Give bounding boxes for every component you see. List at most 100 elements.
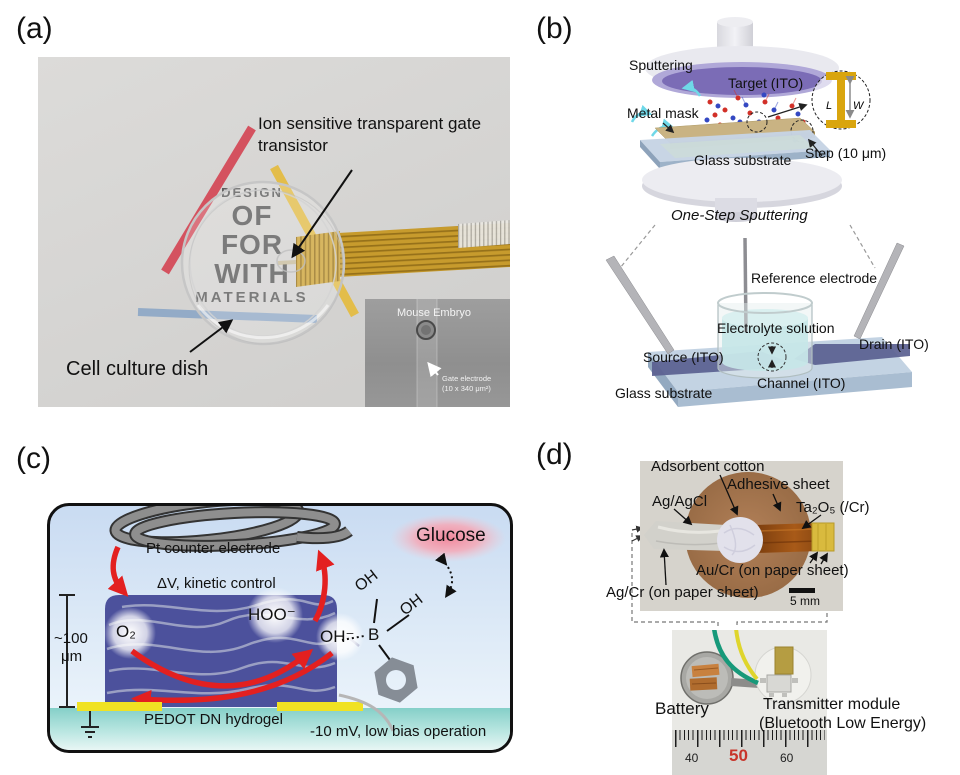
ble-chip — [766, 674, 792, 693]
battery-label: Battery — [655, 699, 709, 718]
watermark-line: MATERIALS — [186, 288, 318, 308]
target-label: Target (ITO) — [728, 75, 804, 91]
pedot-label: PEDOT DN hydrogel — [144, 711, 283, 728]
scale-label: 5 mm — [790, 594, 820, 608]
ruler-major-ticks — [675, 730, 825, 747]
boronic-acid-bonds — [341, 598, 410, 661]
paper-sensor-photo — [640, 461, 843, 611]
ta2o5-strip — [756, 523, 820, 553]
source-label: Source (ITO) — [643, 349, 724, 365]
green-wire — [712, 630, 759, 686]
gate-region — [276, 249, 306, 273]
transistor-arrow — [291, 169, 353, 259]
boron-label: B — [368, 625, 380, 644]
transmitter-label-2: (Bluetooth Low Energy) — [759, 715, 927, 732]
sputtering-head — [645, 17, 839, 98]
thickness-unit-label: μm — [61, 648, 83, 665]
metal-mask-label: Metal mask — [627, 105, 699, 121]
panel-d-tag: (d) — [536, 438, 573, 471]
kinetic-control-label: ΔV, kinetic control — [157, 575, 276, 592]
panel-a-graphics — [137, 125, 510, 353]
watermark-line: FOR — [186, 230, 318, 259]
cell-culture-dish-photo: DESIGN OF FOR WITH MATERIALS — [38, 57, 510, 407]
watermark-line: WITH — [186, 259, 318, 288]
mouse-embryo-inset: Mouse Embryo Gate electrode (10 x 340 μm… — [365, 299, 510, 407]
bottom-platen — [642, 158, 842, 222]
ag-strip — [644, 521, 726, 551]
one-step-sputtering-label: One-Step Sputtering — [671, 207, 808, 224]
width-dim-label: W — [853, 100, 865, 112]
probes — [605, 242, 905, 355]
adhesive-sheet-label: Adhesive sheet — [727, 476, 830, 493]
transmitter-photo: 40 50 60 — [672, 630, 827, 775]
pt-coil — [109, 506, 353, 552]
aucr-label: Au/Cr (on paper sheet) — [696, 562, 849, 579]
glass-substrate-top — [640, 130, 830, 169]
transistor-label: Ion sensitive transparent gate transisto… — [258, 114, 482, 156]
dish-label: Cell culture dish — [66, 358, 209, 380]
red-stick — [161, 125, 256, 275]
panel-a-tag: (a) — [16, 12, 53, 45]
ruler-50: 50 — [729, 746, 748, 765]
drain-probe — [853, 242, 905, 340]
drain-label: Drain (ITO) — [859, 336, 929, 352]
ruler-40: 40 — [685, 751, 699, 765]
paper-sensor-graphics — [644, 472, 835, 598]
scale-bar — [789, 588, 815, 593]
oxygen-label: O₂ — [116, 622, 136, 641]
hydrogel-block — [104, 587, 364, 707]
flex-cable — [277, 220, 510, 287]
gray-wire — [338, 693, 395, 732]
glucose-sensor-schematic: Pt counter electrode ΔV, kinetic control… — [47, 503, 513, 753]
panel-b-graphics: L W — [605, 17, 912, 407]
glucose-cloud — [390, 514, 506, 562]
mask-aperture — [746, 111, 768, 133]
panel-c-graphics — [59, 506, 506, 738]
drain-electrode — [794, 344, 910, 365]
sputtering-label: Sputtering — [629, 57, 693, 73]
blue-stick — [137, 308, 318, 323]
bias-label: -10 mV, low bias operation — [310, 723, 487, 740]
channel-pattern-zoom: L W — [811, 70, 871, 130]
yellow-wire — [734, 630, 759, 681]
glass-substrate-top-label: Glass substrate — [694, 152, 792, 168]
peroxide-label: HOO⁻ — [248, 605, 296, 624]
copper-tape — [691, 663, 720, 678]
transmitter-graphics — [680, 630, 812, 705]
hexagon-ring — [374, 657, 418, 703]
thickness-label: ~100 — [54, 630, 88, 647]
transmitter-label-1: Transmitter module — [763, 696, 901, 713]
adsorbent-cotton-label: Adsorbent cotton — [651, 458, 765, 475]
agagcl-label: Ag/AgCl — [652, 493, 708, 510]
step-label: Step (10 μm) — [805, 145, 887, 161]
inset-area-label: (10 x 340 μm²) — [442, 384, 491, 393]
cotton-ball — [717, 517, 763, 563]
panel-c-tag: (c) — [16, 442, 51, 475]
reaction-arrows — [107, 545, 335, 710]
design-watermark: DESIGN OF FOR WITH MATERIALS — [186, 185, 318, 308]
annotation-arrows — [659, 474, 828, 586]
electrolyte-beaker — [717, 237, 813, 379]
gold-pad — [811, 522, 835, 552]
agcr-label: Ag/Cr (on paper sheet) — [606, 584, 759, 601]
petri-dish — [180, 180, 346, 346]
glass-substrate-bottom-label: Glass substrate — [615, 385, 713, 401]
reference-electrode-rod — [743, 237, 748, 333]
hydroxide-label: OH⁻ — [320, 627, 355, 646]
gold-electrodes — [77, 702, 363, 711]
watermark-line: OF — [186, 201, 318, 230]
inset-graphics — [416, 299, 442, 407]
ta2o5-label: Ta₂O₅ (/Cr) — [796, 499, 870, 516]
source-probe — [605, 255, 675, 355]
reference-electrode-label: Reference electrode — [751, 270, 878, 286]
electrode-arrow — [427, 361, 442, 378]
channel-label: Channel (ITO) — [757, 375, 846, 391]
dish-arrow — [189, 319, 234, 353]
substrate-strip — [50, 708, 510, 750]
mask-arrow — [662, 122, 675, 134]
ground-symbol — [81, 711, 99, 738]
inset-title: Mouse Embryo — [397, 307, 471, 319]
length-dim-label: L — [826, 100, 832, 112]
thickness-dimension — [59, 594, 75, 708]
inset-electrode-label: Gate electrode — [442, 374, 492, 383]
